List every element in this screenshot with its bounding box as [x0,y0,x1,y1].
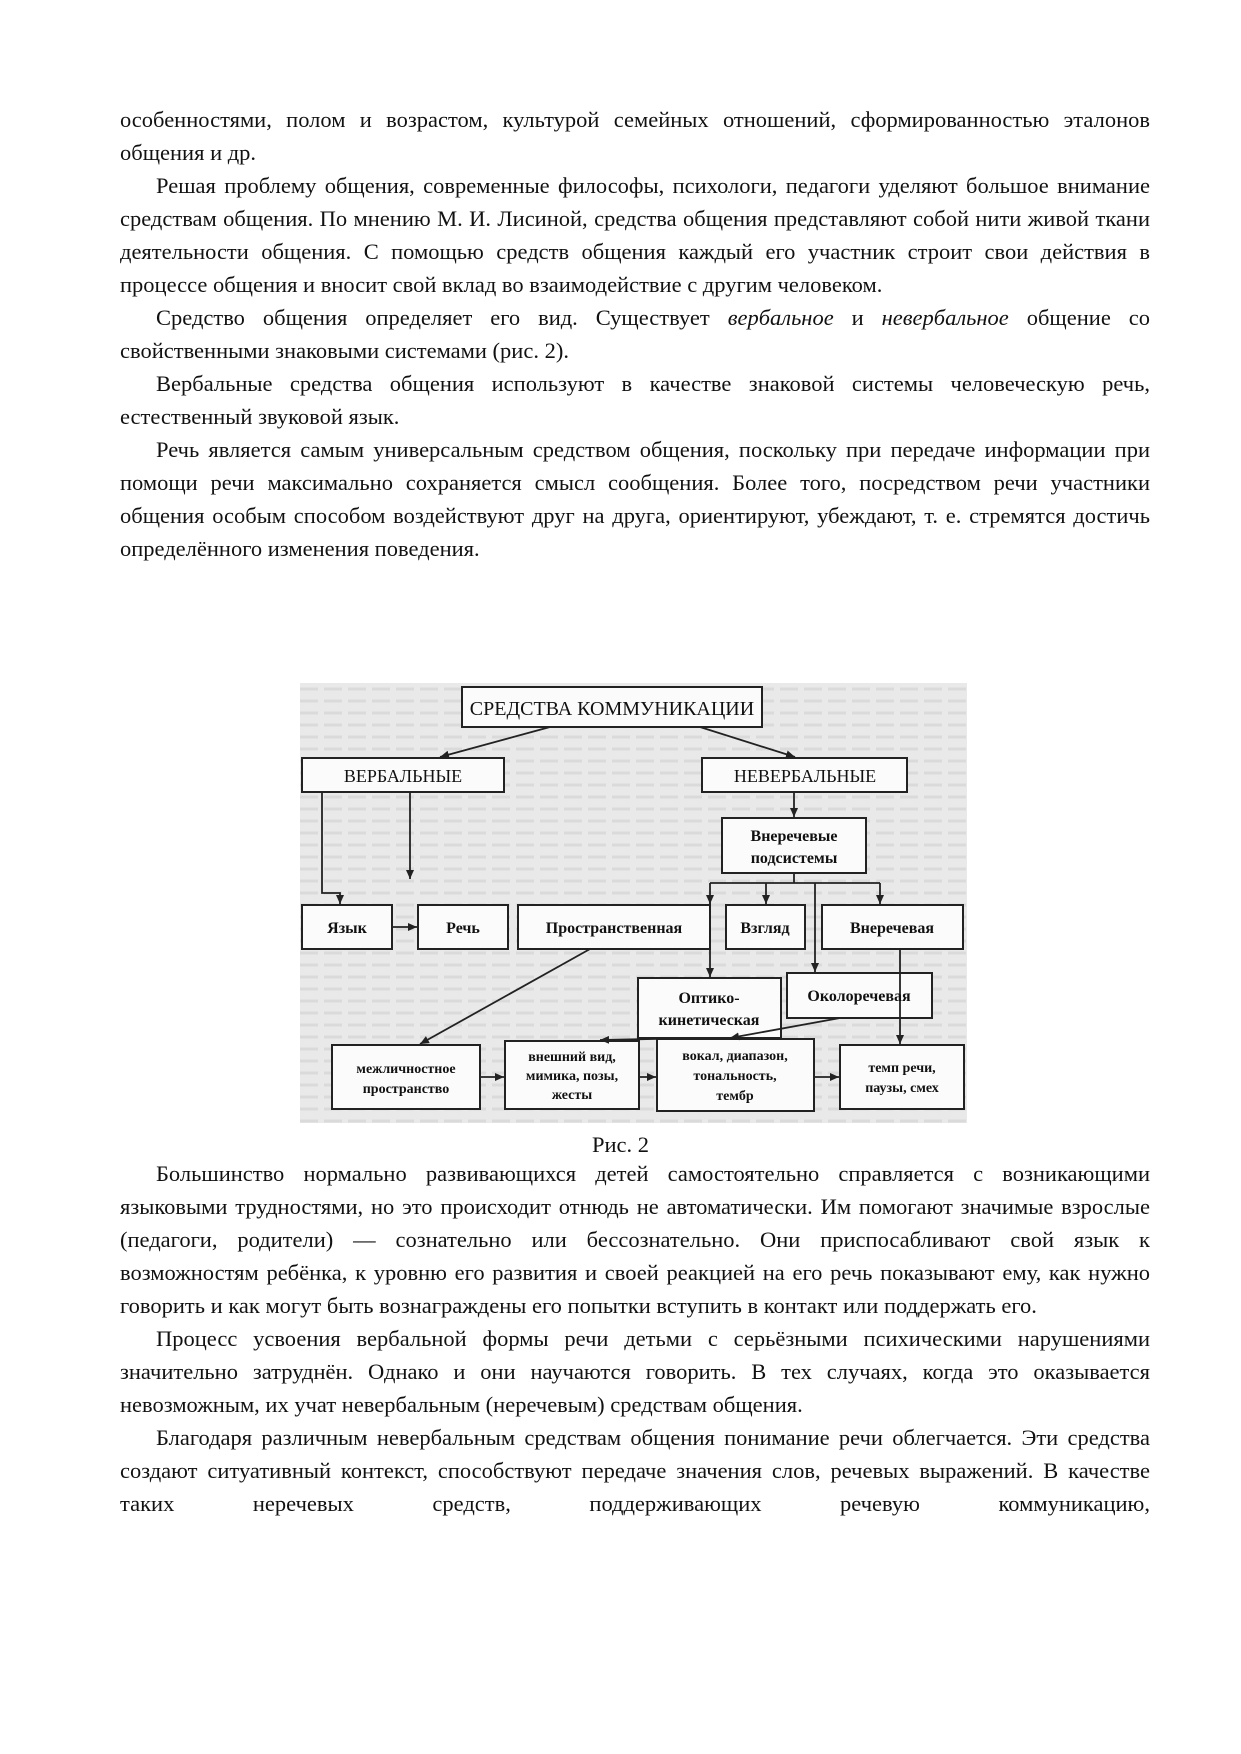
emphasis-nonverbal: невербальное [881,305,1009,330]
label-appearance-1: внешний вид, [528,1050,616,1065]
box-root [461,686,763,728]
arrow-root-to-nonverbal [699,726,796,759]
box-speech [417,904,509,950]
label-nonverbal: НЕВЕРБАЛЬНЫЕ [734,766,876,786]
label-extralinguistic: Внеречевая [850,920,934,937]
label-language: Язык [327,920,367,937]
paragraph-text: Средство общения определяет его вид. Сущ… [156,305,728,330]
label-interpersonal-1: межличностное [356,1062,455,1077]
label-tempo-2: паузы, смех [865,1081,939,1096]
label-root: СРЕДСТВА КОММУНИКАЦИИ [470,698,754,720]
box-language [301,904,393,950]
box-tempo [839,1044,965,1110]
arrow-root-to-verbal [439,726,551,759]
box-interpersonal-space [331,1044,481,1110]
emphasis-verbal: вербальное [727,305,834,330]
paragraph: Большинство нормально развивающихся дете… [120,1161,1150,1318]
box-spatial [517,904,711,950]
diagram-svg: СРЕДСТВА КОММУНИКАЦИИ ВЕРБАЛЬНЫЕ НЕВЕРБА… [300,683,967,1123]
label-tempo-1: темп речи, [868,1061,935,1076]
paragraph: Процесс усвоения вербальной формы речи д… [120,1326,1150,1417]
top-text-block: особенностями, полом и возрастом, культу… [120,103,1150,565]
arrow-optokinetic-to-appearance [599,1035,701,1044]
label-verbal: ВЕРБАЛЬНЫЕ [344,766,462,786]
box-extralinguistic [821,904,964,950]
paragraph: Благодаря различным невербальным средств… [120,1425,1150,1516]
label-gaze: Взгляд [740,920,789,937]
paragraph: Речь является самым универсальным средст… [120,437,1150,561]
box-gaze [725,904,806,950]
label-speech: Речь [446,920,480,937]
label-nonspeech-1: Внеречевые [751,828,838,845]
label-nonspeech-2: подсистемы [751,850,838,867]
figure-communication-means: СРЕДСТВА КОММУНИКАЦИИ ВЕРБАЛЬНЫЕ НЕВЕРБА… [300,683,967,1123]
paragraph-text: общение со свойственными знаковыми систе… [120,305,1150,363]
label-spatial: Пространственная [546,920,683,937]
arrow-paralinguistic-to-vocal [729,1017,841,1041]
bottom-text-block: Большинство нормально развивающихся дете… [120,1157,1150,1520]
box-vocal [656,1038,815,1112]
label-optokinetic-1: Оптико- [678,990,739,1007]
figure-caption: Рис. 2 [591,1132,650,1157]
paragraph: особенностями, полом и возрастом, культу… [120,107,1150,165]
arrow-verbal-to-language [321,792,344,904]
label-appearance-3: жесты [552,1088,592,1103]
label-interpersonal-2: пространство [363,1082,450,1097]
box-optokinetic [637,977,782,1039]
box-nonverbal [701,757,908,793]
box-verbal [301,757,505,793]
box-appearance [504,1040,640,1110]
arrow-spatial-to-interpersonal [419,948,591,1045]
box-paralinguistic [786,972,933,1019]
label-appearance-2: мимика, позы, [526,1069,618,1084]
label-vocal-2: тональность, [693,1069,776,1084]
paragraph: Вербальные средства общения используют в… [120,371,1150,429]
paragraph-text: и [833,305,882,330]
label-vocal-1: вокал, диапазон, [682,1049,787,1064]
label-vocal-3: тембр [716,1089,754,1104]
label-paralinguistic: Околоречевая [807,988,911,1005]
paragraph: Средство общения определяет его вид. Сущ… [120,301,1150,367]
label-optokinetic-2: кинетическая [659,1012,760,1029]
paragraph: Решая проблему общения, современные фило… [120,173,1150,297]
